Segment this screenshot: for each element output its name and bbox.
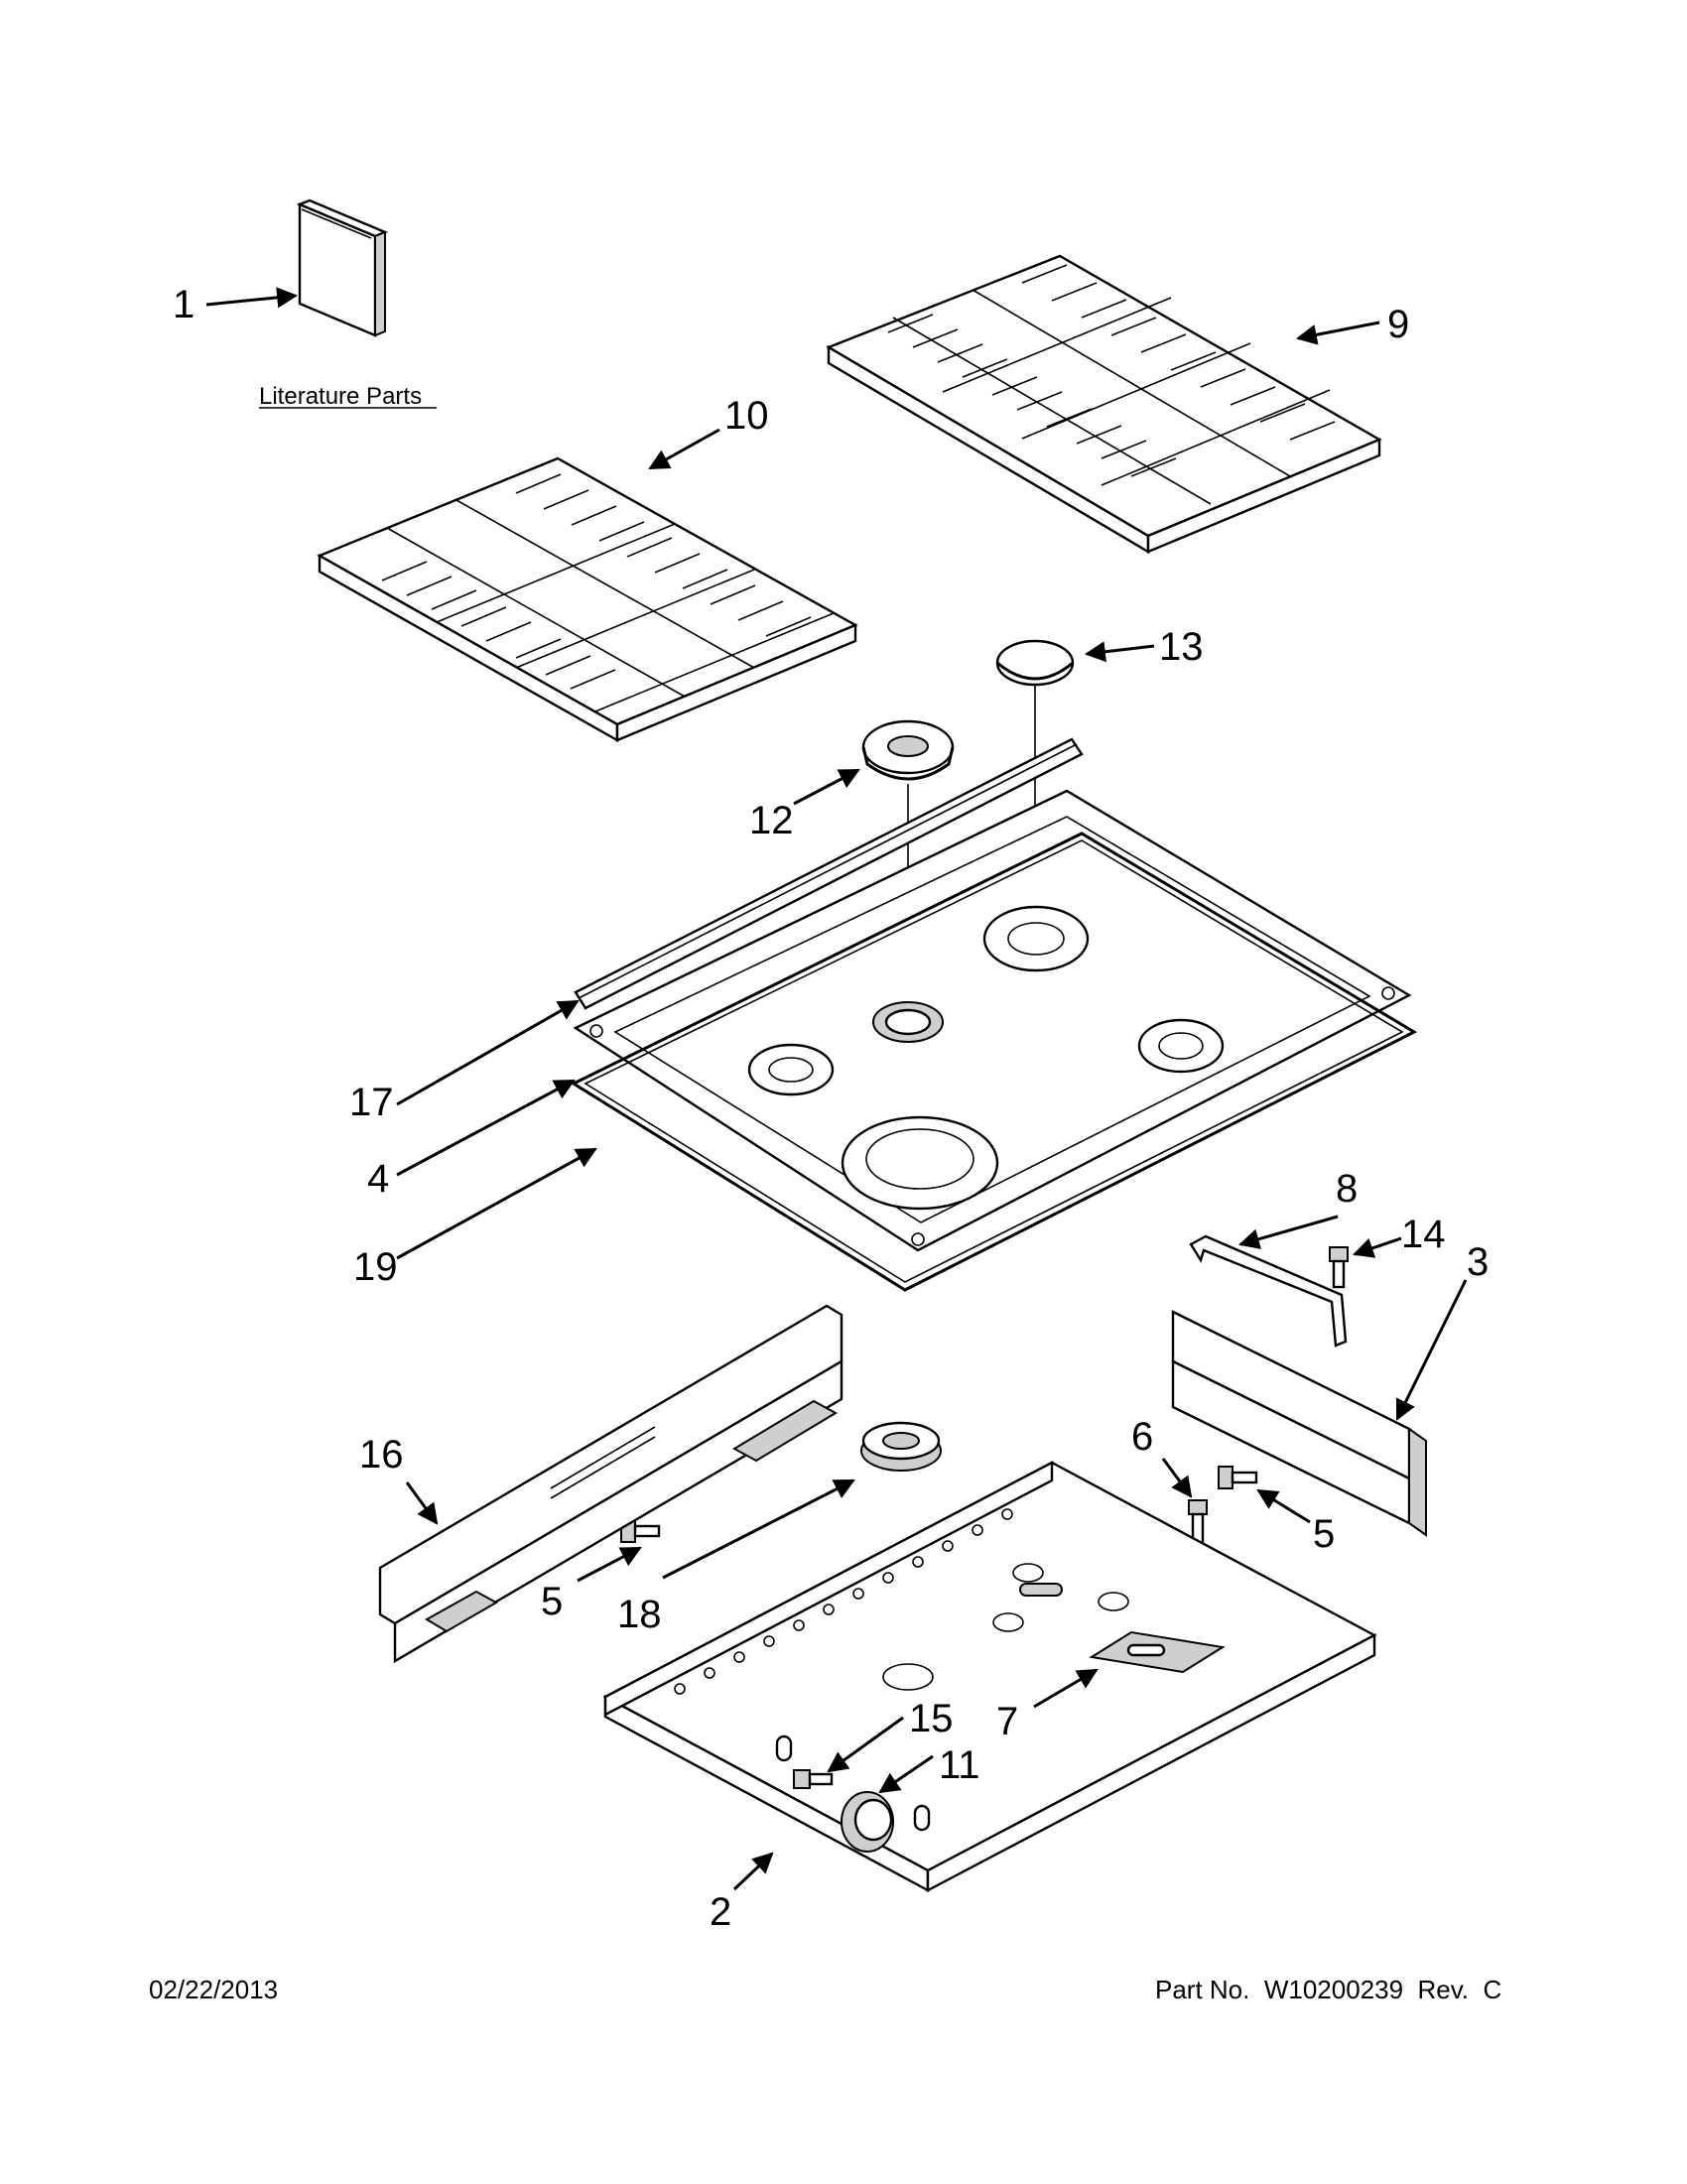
callout-4: 4: [367, 1157, 389, 1201]
callout-6: 6: [1131, 1415, 1153, 1459]
footer-part-number: Part No. W10200239 Rev. C: [1155, 1975, 1502, 2004]
screw-14: [1329, 1246, 1349, 1289]
callout-5-right: 5: [1313, 1512, 1335, 1556]
side-panel: [378, 1304, 844, 1664]
callout-15: 15: [909, 1697, 954, 1740]
burner-head: [861, 719, 955, 1002]
callout-9: 9: [1387, 303, 1409, 346]
callout-5-left: 5: [541, 1580, 563, 1623]
callout-11: 11: [939, 1743, 980, 1787]
callout-12: 12: [749, 799, 794, 842]
footer-date: 02/22/2013: [149, 1975, 279, 2004]
callout-8: 8: [1336, 1167, 1358, 1211]
screw-5-right: [1218, 1466, 1258, 1489]
literature-parts-label: Literature Parts: [259, 383, 422, 410]
grate-right: [826, 254, 1382, 555]
burner-cap: [995, 639, 1075, 687]
base-pan: [602, 1461, 1377, 1893]
callout-10: 10: [724, 394, 769, 438]
valve-11: [841, 1791, 931, 1853]
trim-strip: [574, 737, 1084, 1010]
plate: [1089, 1630, 1226, 1674]
callout-1: 1: [173, 283, 195, 326]
gasket: [570, 832, 1418, 1292]
callout-2: 2: [710, 1890, 731, 1934]
callout-13: 13: [1159, 625, 1204, 669]
callout-17: 17: [349, 1081, 394, 1124]
burner-base: [860, 1421, 942, 1472]
callout-3: 3: [1467, 1240, 1489, 1284]
callout-7: 7: [996, 1700, 1018, 1743]
callout-14: 14: [1401, 1213, 1446, 1256]
callout-18: 18: [617, 1593, 662, 1636]
callout-16: 16: [359, 1433, 404, 1477]
rear-panel: [1171, 1310, 1427, 1537]
fitting-15: [775, 1734, 834, 1789]
callout-19: 19: [353, 1245, 398, 1289]
callout-arrows: [205, 287, 1468, 1891]
grate-left: [317, 456, 858, 743]
callout-numbers: 1 9 10 13 12 17 4 19 8 14 3 6 5 16 5 18 …: [173, 283, 1489, 1934]
literature-parts-book: [296, 198, 389, 337]
bracket: [1189, 1234, 1348, 1348]
